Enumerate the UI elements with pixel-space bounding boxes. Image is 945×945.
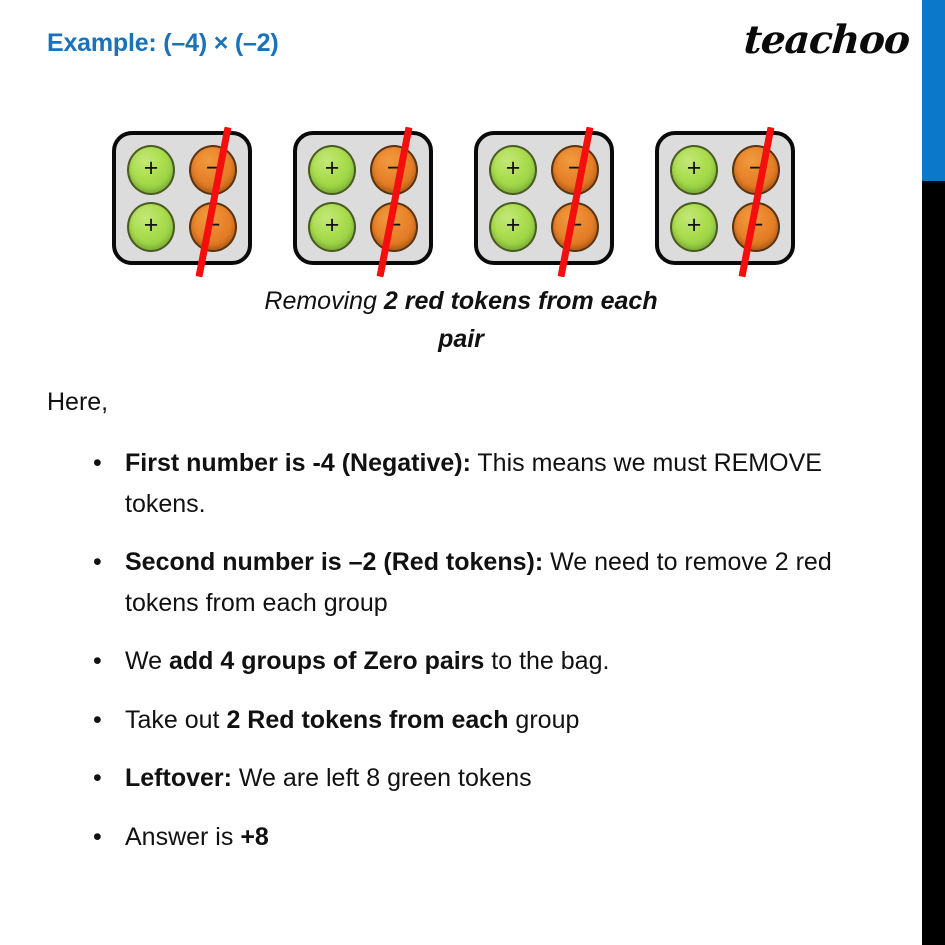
positive-token: + [127,144,175,195]
bullet-marker-icon: • [93,548,102,576]
explanation-bullet-list: • First number is -4 (Negative): This mea… [47,443,907,857]
positive-token: + [127,201,175,252]
caption-plain-text: Removing [264,287,384,315]
body-content: Here, • First number is -4 (Negative): Th… [47,388,907,857]
bullet-item: • Answer is +8 [47,817,907,858]
caption-bold-text-line1: 2 red tokens from each [383,287,658,315]
minus-icon: − [386,154,402,182]
bullet-text-emphasis: 2 Red tokens from each [226,705,509,734]
plus-icon: + [505,154,521,182]
bullet-text-emphasis: First number is -4 (Negative): [125,449,471,477]
bullet-text-rest: We need to remove 2 red tokens from each… [125,548,832,617]
plus-icon: + [505,211,521,239]
token-group: + − + − [112,126,252,278]
bullet-marker-icon: • [93,764,102,792]
accent-bar-black [922,181,945,945]
diagram-caption: Removing 2 red tokens from each pair [0,283,922,358]
bullet-item: • Second number is –2 (Red tokens): We ne… [47,542,907,623]
negative-token: − [189,144,237,195]
plus-icon: + [686,154,702,182]
bullet-item: • Take out 2 Red tokens from each group [47,700,907,741]
bullet-text-rest: This means we must REMOVE tokens. [125,449,822,518]
positive-token: + [308,201,356,252]
bullet-text-pre: We [125,647,169,675]
bullet-text-pre: Take out [125,705,227,734]
positive-token: + [670,144,718,195]
plus-icon: + [143,154,159,182]
minus-icon: − [205,211,221,239]
negative-token: − [551,201,599,252]
intro-text: Here, [47,388,109,416]
positive-token: + [670,201,718,252]
bullet-marker-icon: • [93,449,102,477]
minus-icon: − [567,211,583,239]
token-grid: + − + − [297,135,429,261]
bullet-text-emphasis: Leftover: [125,764,232,792]
negative-token: − [732,144,780,195]
page-title: Example: (–4) × (–2) [47,29,279,57]
bullet-marker-icon: • [93,647,102,675]
plus-icon: + [686,211,702,239]
positive-token: + [489,201,537,252]
bullet-text-rest: We are left 8 green tokens [231,764,532,792]
negative-token: − [370,201,418,252]
minus-icon: − [567,154,583,182]
caption-bold-text-line2: pair [438,324,484,353]
token-grid: + − + − [659,135,791,261]
token-group: + − + − [474,126,614,278]
bullet-item: • Leftover: We are left 8 green tokens [47,758,907,799]
minus-icon: − [748,211,764,239]
negative-token: − [732,201,780,252]
token-group: + − + − [293,126,433,278]
bullet-text-emphasis: add 4 groups of Zero pairs [169,647,485,675]
bullet-text-rest: group [508,705,580,734]
negative-token: − [551,144,599,195]
token-grid: + − + − [116,135,248,261]
minus-icon: − [748,154,764,182]
accent-bar-blue [922,0,945,181]
bullet-text-rest: to the bag. [484,647,610,675]
token-group: + − + − [655,126,795,278]
token-groups-row: + − + − + − + − + − + − + − + − [0,126,922,278]
negative-token: − [189,201,237,252]
plus-icon: + [143,211,159,239]
brand-logo: teachoo [742,17,911,63]
bullet-text-pre: Answer is [125,822,241,851]
negative-token: − [370,144,418,195]
bullet-text-emphasis: Second number is –2 (Red tokens): [125,548,544,576]
bullet-text-emphasis: +8 [240,822,269,851]
bullet-item: • We add 4 groups of Zero pairs to the ba… [47,641,907,682]
bullet-marker-icon: • [93,822,102,851]
positive-token: + [489,144,537,195]
bullet-marker-icon: • [93,705,102,734]
token-grid: + − + − [478,135,610,261]
positive-token: + [308,144,356,195]
minus-icon: − [205,154,221,182]
plus-icon: + [324,154,340,182]
minus-icon: − [386,211,402,239]
plus-icon: + [324,211,340,239]
bullet-item: • First number is -4 (Negative): This mea… [47,443,907,524]
